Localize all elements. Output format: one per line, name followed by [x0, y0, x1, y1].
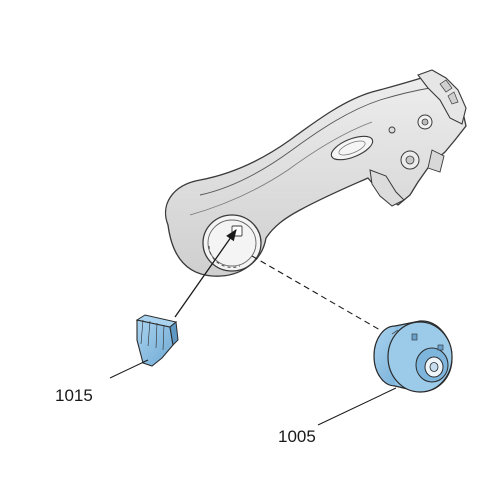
leader-line-1005 — [317, 387, 397, 426]
arm-slot-inner — [338, 140, 366, 156]
arm-assembly — [164, 69, 467, 277]
arm-ridge-line — [199, 87, 431, 196]
arm-bracket — [369, 69, 467, 207]
alignment-dashed-line — [251, 255, 381, 331]
arm-bolt — [388, 126, 396, 134]
insert-arrow — [174, 229, 237, 318]
arm-socket-ring — [207, 219, 257, 267]
arm-socket-rim — [202, 214, 262, 272]
callout-label-1005: 1005 — [278, 427, 316, 446]
leader-line-1015 — [109, 359, 149, 379]
arm-socket-dashes — [208, 245, 241, 268]
callout-label-1015: 1015 — [55, 386, 93, 405]
part-1015-cap — [135, 314, 179, 367]
arm-slot — [330, 135, 374, 161]
part-1005-motor-housing — [373, 320, 453, 393]
arm-ridge-line-lower — [189, 121, 373, 216]
